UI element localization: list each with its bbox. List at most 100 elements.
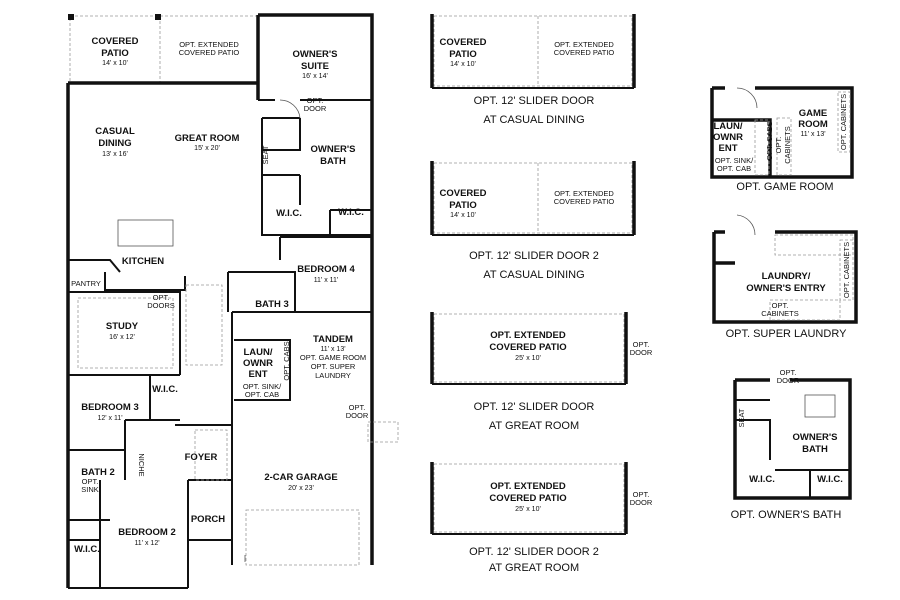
label: OPT. GAME ROOM [300,353,366,362]
room-garage: 2-CAR GARAGE 20' x 23' [264,472,337,492]
option-slider2-great: OPT. EXTENDED COVERED PATIO 25' x 10' OP… [430,462,653,574]
label: DOOR [304,104,327,113]
room-porch: PORCH [191,514,225,525]
room-bedroom-3: BEDROOM 3 12' x 11' [81,402,139,422]
label: SINK [81,485,99,494]
room-study: STUDY 16' x 12' [106,321,139,341]
label: DOOR [346,411,369,420]
label: 14' x 10' [450,61,476,68]
option-owners-bath: OPT. DOOR SEAT OWNER'S BATH W.I.C. W.I.C… [731,368,852,521]
label: COVERED [440,37,487,48]
room-name: BATH 2 [81,467,115,478]
room-dimensions: 20' x 23' [288,485,314,492]
room-laun-ownr-ent: LAUN/ OWNR ENT OPT. SINK/ OPT. CAB OPT. … [243,341,291,399]
label: 14' x 10' [450,212,476,219]
label: DOOR [630,348,653,357]
label: W.I.C. [817,474,843,485]
option-slider-casual: COVERED PATIO 14' x 10' OPT. EXTENDED CO… [430,14,636,126]
option-super-laundry: LAUNDRY/ OWNER'S ENTRY OPT. CABINETS OPT… [712,214,858,340]
option-slider-great: OPT. EXTENDED COVERED PATIO 25' x 10' OP… [430,312,653,432]
label: OPT. CABINETS [839,94,848,150]
option-slider2-casual: COVERED PATIO 14' x 10' OPT. EXTENDED CO… [430,161,636,281]
room-great-room: GREAT ROOM 15' x 20' [175,133,240,152]
label: 25' x 10' [515,355,541,362]
label: OPT. EXTENDED [554,40,614,49]
label: CABINETS [783,126,792,164]
label: OWNER'S [792,432,837,443]
label: COVERED PATIO [179,48,240,57]
room-bedroom-4: BEDROOM 4 11' x 11' [297,264,355,284]
room-name: TANDEM [313,334,353,345]
room-bath-3: BATH 3 [255,299,289,310]
room-name: LAUN/ [243,347,272,358]
room-wic: W.I.C. [152,384,178,395]
label: PATIO [449,49,477,60]
niche-label: NICHE [137,453,146,476]
label: W.I.C. [749,474,775,485]
room-name: OWNR [243,358,273,369]
label: OPT. CAB [245,390,279,399]
label: OPT. SINK/ [715,156,754,165]
room-tandem: TANDEM 11' x 13' OPT. GAME ROOM OPT. SUP… [300,334,366,380]
room-dimensions: 13' x 16' [102,151,128,158]
option-game-room: LAUN/ OWNR ENT OPT. SINK/ OPT. CAB OPT. … [710,86,854,193]
caption: AT CASUAL DINING [483,114,584,126]
seat-label: SEAT [261,145,270,164]
label: OPT. EXTENDED [179,40,239,49]
room-name: DINING [98,138,131,149]
label: CABINETS [761,309,799,318]
label: OPT. EXTENDED [490,330,566,341]
label: BATH [802,444,828,455]
label: 25' x 10' [515,506,541,513]
room-name: 2-CAR GARAGE [264,472,337,483]
label: OPT. [349,403,366,412]
room-name: BEDROOM 2 [118,527,176,538]
room-owners-suite: OWNER'S SUITE 16' x 14' OPT. DOOR [292,49,337,113]
room-name: BEDROOM 3 [81,402,139,413]
label: 11' x 13' [800,131,825,138]
label: OPT. [307,96,324,105]
label: OPT. CABS [282,341,291,380]
label: OPT. [633,340,650,349]
label: OPT. [153,293,170,302]
label: OPT. EXTENDED [554,189,614,198]
label: LAUNDRY [315,371,351,380]
room-covered-patio: COVERED PATIO 14' x 10' [92,36,139,67]
room-dimensions: 16' x 12' [109,334,135,341]
room-dimensions: 11' x 11' [314,277,339,284]
label: OPT. CABS [765,121,774,160]
caption: AT GREAT ROOM [489,562,579,574]
room-pantry: PANTRY [71,279,101,288]
caption: AT GREAT ROOM [489,420,579,432]
room-name: GREAT ROOM [175,133,240,144]
caption: OPT. 12' SLIDER DOOR [474,401,595,413]
label: COVERED PATIO [554,197,615,206]
label: OPT. SUPER [311,362,356,371]
label: OPT. [633,490,650,499]
room-name: SUITE [301,61,329,72]
room-casual-dining: CASUAL DINING 13' x 16' [95,126,135,158]
label: OWNR [713,132,743,143]
room-bedroom-2: BEDROOM 2 11' x 12' [118,527,176,547]
label: OPT. [772,301,789,310]
caption: AT CASUAL DINING [483,269,584,281]
main-plan-walls [66,13,399,589]
caption: OPT. GAME ROOM [736,181,833,193]
label: OWNER'S ENTRY [746,283,826,294]
caption: OPT. 12' SLIDER DOOR 2 [469,546,599,558]
caption: OPT. 12' SLIDER DOOR 2 [469,250,599,262]
room-dimensions: 15' x 20' [194,145,220,152]
room-wic: W.I.C. [276,208,302,219]
label: OPT. CAB [717,164,751,173]
room-dimensions: 11' x 12' [134,540,159,547]
room-dimensions: 11' x 13' [320,346,345,353]
room-name: PATIO [101,48,129,59]
label: COVERED PATIO [489,493,566,504]
room-dimensions: 12' x 11' [97,415,122,422]
room-opt-extended-patio: OPT. EXTENDED COVERED PATIO [179,40,240,57]
label: DOORS [147,301,175,310]
label: PATIO [449,200,477,211]
room-name: STUDY [106,321,139,332]
room-owners-bath: OWNER'S [310,144,355,155]
